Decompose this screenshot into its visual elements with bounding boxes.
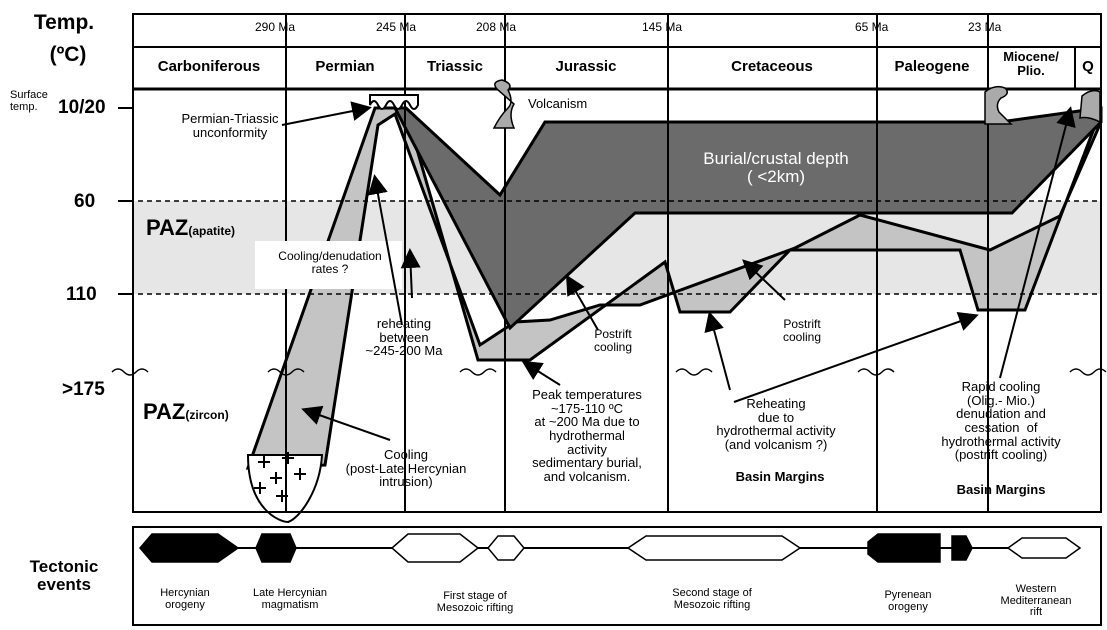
tectonic-event-hercynian: Hercynian orogeny	[160, 587, 210, 611]
time-tick-290: 290 Ma	[255, 20, 296, 34]
y-axis-unit: (ºC)	[49, 43, 87, 66]
axis-break-marks	[111, 368, 1107, 376]
tectonic-event-first-rifting: First stage of Mesozoic rifting	[436, 590, 514, 614]
time-tick-23: 23 Ma	[968, 20, 1002, 34]
paz-apatite-sub: (apatite)	[188, 224, 236, 238]
time-tick-208: 208 Ma	[476, 20, 517, 34]
time-tick-145: 145 Ma	[642, 20, 683, 34]
main-frame	[132, 13, 1102, 513]
tick-175: >175	[62, 379, 105, 400]
period-triassic: Triassic	[427, 58, 483, 75]
time-tick-65: 65 Ma	[855, 20, 889, 34]
time-tick-245: 245 Ma	[376, 20, 417, 34]
tick-surface: 10/20	[58, 97, 106, 118]
period-permian: Permian	[315, 58, 375, 75]
annotation-arrows	[281, 101, 1076, 441]
y-axis-title-line1: Temp.	[33, 11, 95, 34]
cooling-intrusion-annotation: Cooling (post-Late Hercynian intrusion)	[345, 447, 467, 490]
cooling-rates-annotation: Cooling/denudation rates ?	[278, 249, 382, 276]
volcano-icon	[492, 79, 1101, 129]
paz-apatite-main: PAZ	[146, 215, 189, 240]
unconformity-annotation: Permian-Triassic unconformity	[181, 111, 279, 140]
granite-crosses	[254, 452, 306, 502]
tectonic-frame	[132, 526, 1102, 626]
y-axis-title-line2: (ºC)	[49, 43, 87, 66]
postrift-cooling-1: Postrift cooling	[593, 327, 633, 354]
tectonic-events-title: Tectonic events	[29, 557, 99, 594]
paz-zircon-sub: (zircon)	[185, 408, 229, 422]
period-paleogene: Paleogene	[894, 58, 970, 75]
cooling-rates-box	[255, 241, 402, 289]
y-axis-title: Temp.	[33, 11, 95, 34]
rapid-cooling-annotation: Rapid cooling (Olig.- Mio.) denudation a…	[941, 379, 1061, 463]
peak-temperatures-annotation: Peak temperatures ~175-110 ºC at ~200 Ma…	[532, 387, 642, 484]
unconformity-mark	[369, 94, 419, 110]
period-carboniferous: Carboniferous	[157, 58, 261, 75]
tectonic-event-shapes	[139, 533, 1082, 563]
tick-110: 110	[66, 284, 97, 305]
paz-apatite-label: PAZ(apatite)	[146, 216, 235, 240]
period-jurassic: Jurassic	[555, 58, 617, 75]
basin-margins-1: Basin Margins	[735, 469, 825, 484]
tectonic-event-pyrenean: Pyrenean orogeny	[884, 589, 932, 613]
tick-60: 60	[74, 191, 96, 212]
period-cretaceous: Cretaceous	[731, 58, 813, 75]
tectonic-event-second-rifting: Second stage of Mesozoic rifting	[672, 587, 752, 611]
tectonic-event-late-hercynian: Late Hercynian magmatism	[253, 587, 327, 611]
paz-zircon-main: PAZ	[143, 399, 186, 424]
paz-zircon-label: PAZ(zircon)	[143, 400, 229, 424]
postrift-cooling-2: Postrift cooling	[782, 317, 822, 344]
basin-margins-2: Basin Margins	[956, 482, 1046, 497]
surface-temp-label: Surface temp.	[10, 89, 48, 113]
tectonic-event-western-med: Western Mediterranean rift	[1000, 583, 1072, 619]
period-quaternary: Q	[1082, 58, 1094, 75]
period-miocene-plio: Miocene/ Plio.	[1003, 49, 1059, 78]
volcanism-annotation: Volcanism	[528, 96, 588, 111]
burial-label: Burial/crustal depth ( <2km)	[703, 149, 849, 186]
reheating-annotation: reheating between ~245-200 Ma	[365, 316, 443, 359]
reheating-hydrothermal-annotation: Reheating due to hydrothermal activity (…	[716, 396, 836, 452]
